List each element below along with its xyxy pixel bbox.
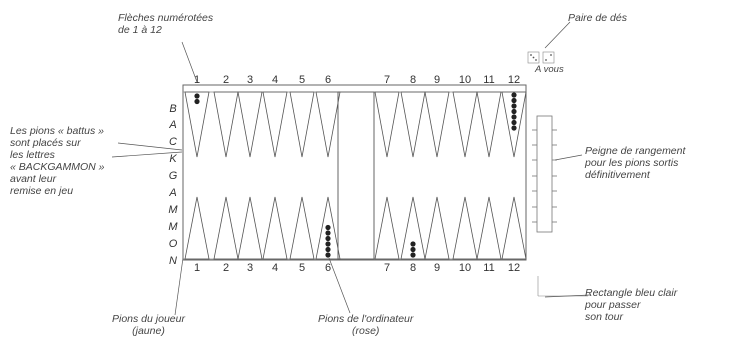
- bottom-number-8: 8: [409, 262, 417, 274]
- checker-computer[interactable]: [511, 125, 517, 131]
- checker-player[interactable]: [194, 93, 200, 99]
- top-number-5: 5: [298, 74, 306, 86]
- label-pions-battus: Les pions « battus » sont placés sur les…: [10, 125, 105, 197]
- top-number-9: 9: [433, 74, 441, 86]
- top-number-4: 4: [271, 74, 279, 86]
- letter-2[interactable]: A: [169, 119, 177, 131]
- bottom-point-7[interactable]: [374, 196, 400, 260]
- checker-computer[interactable]: [325, 252, 331, 258]
- top-point-1[interactable]: [184, 91, 210, 158]
- checker-player[interactable]: [194, 98, 200, 105]
- bottom-number-5: 5: [298, 262, 306, 274]
- bottom-number-1: 1: [193, 262, 201, 274]
- top-point-7[interactable]: [374, 91, 400, 158]
- bottom-point-5[interactable]: [289, 196, 315, 260]
- bottom-number-7: 7: [383, 262, 391, 274]
- center-bar: [337, 91, 375, 260]
- checker-computer[interactable]: [511, 103, 517, 109]
- checker-computer[interactable]: [410, 246, 416, 253]
- top-point-3[interactable]: [237, 91, 263, 158]
- bottom-number-11: 11: [483, 262, 495, 274]
- bottom-point-11[interactable]: [476, 196, 502, 260]
- checker-computer[interactable]: [325, 235, 331, 242]
- storage-comb: [532, 115, 557, 233]
- top-number-11: 11: [483, 74, 495, 86]
- letter-10[interactable]: N: [169, 255, 177, 267]
- checker-computer[interactable]: [511, 92, 517, 98]
- label-a-vous[interactable]: A vous: [535, 64, 564, 75]
- bottom-number-12: 12: [507, 262, 521, 274]
- checker-computer[interactable]: [511, 114, 517, 120]
- bottom-point-10[interactable]: [452, 196, 478, 260]
- label-des: Paire de dés: [568, 12, 627, 24]
- bottom-number-3: 3: [246, 262, 254, 274]
- letter-4[interactable]: K: [169, 153, 177, 165]
- bottom-number-2: 2: [222, 262, 230, 274]
- letter-6[interactable]: A: [169, 187, 177, 199]
- label-pions-ordi: Pions de l'ordinateur (rose): [318, 313, 414, 337]
- top-point-9[interactable]: [424, 91, 450, 158]
- dice-icon: [527, 51, 555, 64]
- checker-computer[interactable]: [410, 241, 416, 247]
- bottom-number-10: 10: [458, 262, 472, 274]
- top-number-3: 3: [246, 74, 254, 86]
- top-point-12[interactable]: [501, 91, 527, 158]
- label-peigne: Peigne de rangement pour les pions sorti…: [585, 145, 686, 181]
- top-point-4[interactable]: [262, 91, 288, 158]
- top-number-10: 10: [458, 74, 472, 86]
- letter-3[interactable]: C: [169, 136, 177, 148]
- top-number-1: 1: [193, 74, 201, 86]
- top-point-2[interactable]: [213, 91, 239, 158]
- leader-lines: [111, 21, 591, 316]
- bottom-number-4: 4: [271, 262, 279, 274]
- bottom-point-12[interactable]: [501, 196, 527, 260]
- bottom-point-6[interactable]: [315, 196, 341, 260]
- top-point-10[interactable]: [452, 91, 478, 158]
- checker-computer[interactable]: [325, 246, 331, 253]
- checker-computer[interactable]: [511, 119, 517, 126]
- top-point-5[interactable]: [289, 91, 315, 158]
- label-rectangle: Rectangle bleu clair pour passer son tou…: [585, 287, 678, 323]
- board-frame: [182, 84, 527, 261]
- bottom-point-4[interactable]: [262, 196, 288, 260]
- top-number-12: 12: [507, 74, 521, 86]
- checker-computer[interactable]: [511, 108, 517, 115]
- label-fleches: Flèches numérotées de 1 à 12: [118, 12, 214, 36]
- checker-computer[interactable]: [325, 230, 331, 236]
- bottom-number-9: 9: [433, 262, 441, 274]
- letter-5[interactable]: G: [168, 170, 178, 182]
- letter-1[interactable]: B: [169, 103, 177, 115]
- top-point-6[interactable]: [315, 91, 341, 158]
- top-point-11[interactable]: [476, 91, 502, 158]
- label-pions-joueur: Pions du joueur (jaune): [112, 313, 185, 337]
- letter-9[interactable]: O: [168, 238, 178, 250]
- bottom-number-6: 6: [324, 262, 332, 274]
- top-number-2: 2: [222, 74, 230, 86]
- checker-computer[interactable]: [325, 224, 331, 231]
- top-point-8[interactable]: [400, 91, 426, 158]
- top-number-8: 8: [409, 74, 417, 86]
- letter-8[interactable]: M: [168, 221, 178, 233]
- top-number-7: 7: [383, 74, 391, 86]
- checkers: [194, 92, 517, 258]
- top-number-6: 6: [324, 74, 332, 86]
- board-points: [184, 91, 527, 260]
- checker-computer[interactable]: [410, 252, 416, 258]
- bottom-point-8[interactable]: [400, 196, 426, 260]
- bottom-point-9[interactable]: [424, 196, 450, 260]
- letter-7[interactable]: M: [168, 204, 178, 216]
- bottom-point-2[interactable]: [213, 196, 239, 260]
- checker-computer[interactable]: [325, 241, 331, 247]
- bottom-point-1[interactable]: [184, 196, 210, 260]
- checker-computer[interactable]: [511, 97, 517, 104]
- bottom-point-3[interactable]: [237, 196, 263, 260]
